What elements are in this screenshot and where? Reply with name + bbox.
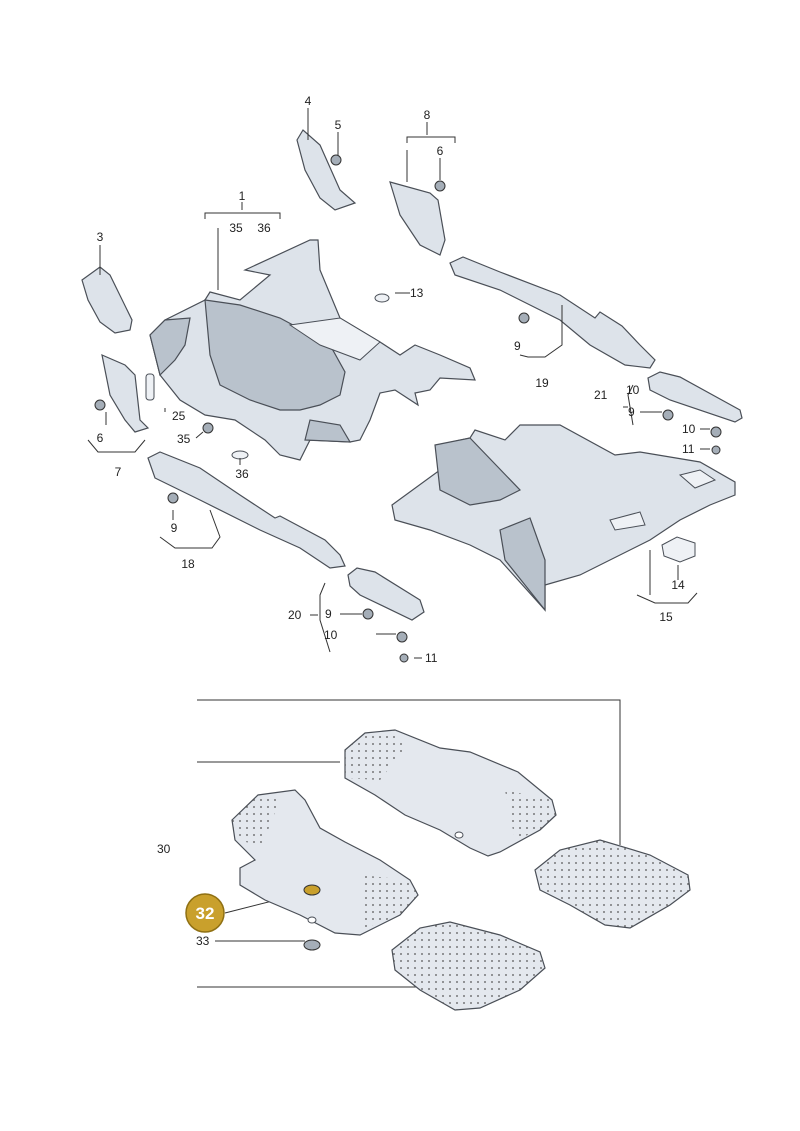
- fastener-part-35: [202, 422, 214, 434]
- bolt-part-10-right: [710, 426, 722, 438]
- label-21: 21: [594, 388, 608, 402]
- trim-panel-part-4: [296, 129, 357, 211]
- label-10-right: 10: [682, 422, 696, 436]
- label-36-top: 36: [257, 221, 271, 235]
- highlight-callout-32[interactable]: 32: [185, 893, 225, 933]
- leader-lines-lower: [197, 699, 621, 988]
- trim-panel-part-8: [389, 181, 446, 256]
- label-15: 15: [659, 610, 673, 624]
- label-6-top: 6: [437, 144, 444, 158]
- rear-right-floor-mat: [534, 839, 691, 929]
- part-labels: 1 35 36 3 4 5 8 6 13 25 35 36 6 7 9 19 1…: [97, 94, 696, 948]
- bolt-part-11-lower: [399, 653, 409, 663]
- footrest-part-3: [81, 266, 133, 334]
- label-10-right-top: 10: [626, 383, 640, 397]
- leader-lines-upper: [87, 108, 710, 659]
- sill-trim-part-18: [147, 451, 346, 569]
- bolt-part-9-right-sill: [518, 312, 530, 324]
- label-36-bottom: 36: [235, 467, 249, 481]
- bolt-part-11-right: [711, 445, 721, 455]
- grommet-part-36: [231, 450, 249, 460]
- front-right-floor-mat: [344, 729, 557, 857]
- sill-trim-part-19: [449, 256, 656, 369]
- label-10-lower: 10: [324, 628, 338, 642]
- label-1: 1: [239, 189, 246, 203]
- label-30: 30: [157, 842, 171, 856]
- clip-part-6-upper: [434, 180, 446, 192]
- label-6-left: 6: [97, 431, 104, 445]
- label-11-right: 11: [682, 442, 695, 456]
- callout-label-32: 32: [196, 904, 215, 923]
- label-14: 14: [671, 578, 685, 592]
- clip-part-6-lower: [94, 399, 106, 411]
- label-25: 25: [172, 409, 186, 423]
- bracket-part-7: [101, 353, 150, 433]
- clip-part-13: [374, 293, 390, 303]
- rear-left-floor-mat: [391, 921, 546, 1011]
- label-9-right-step: 9: [628, 405, 635, 419]
- clip-part-5: [330, 154, 342, 166]
- mat-fastener-part-32: [303, 884, 321, 896]
- bolt-part-9-lower-step: [362, 608, 374, 620]
- callout-badge: [185, 893, 225, 933]
- label-13: 13: [410, 286, 424, 300]
- label-19: 19: [535, 376, 549, 390]
- step-plate-part-21: [647, 371, 743, 423]
- mat-fastener-part-33: [303, 939, 321, 951]
- front-floor-carpet: [149, 239, 476, 461]
- label-9-left-sill: 9: [171, 521, 178, 535]
- label-4: 4: [305, 94, 312, 108]
- label-18: 18: [181, 557, 195, 571]
- front-left-floor-mat: [231, 789, 419, 936]
- label-35-bottom: 35: [177, 432, 191, 446]
- bolt-part-9-left-sill: [167, 492, 179, 504]
- cap-part-14: [661, 536, 696, 563]
- label-9-lower: 9: [325, 607, 332, 621]
- clip-part-25: [145, 373, 155, 401]
- bolt-part-10-lower: [396, 631, 408, 643]
- rear-floor-carpet: [391, 424, 736, 612]
- label-9-right-sill: 9: [514, 339, 521, 353]
- label-8: 8: [424, 108, 431, 122]
- label-33: 33: [196, 934, 210, 948]
- label-11-lower: 11: [425, 651, 438, 665]
- label-20: 20: [288, 608, 302, 622]
- label-35-top: 35: [229, 221, 243, 235]
- bolt-part-9-right-step: [662, 409, 674, 421]
- label-3: 3: [97, 230, 104, 244]
- label-5: 5: [335, 118, 342, 132]
- step-plate-part-20: [347, 567, 425, 621]
- label-7: 7: [115, 465, 122, 479]
